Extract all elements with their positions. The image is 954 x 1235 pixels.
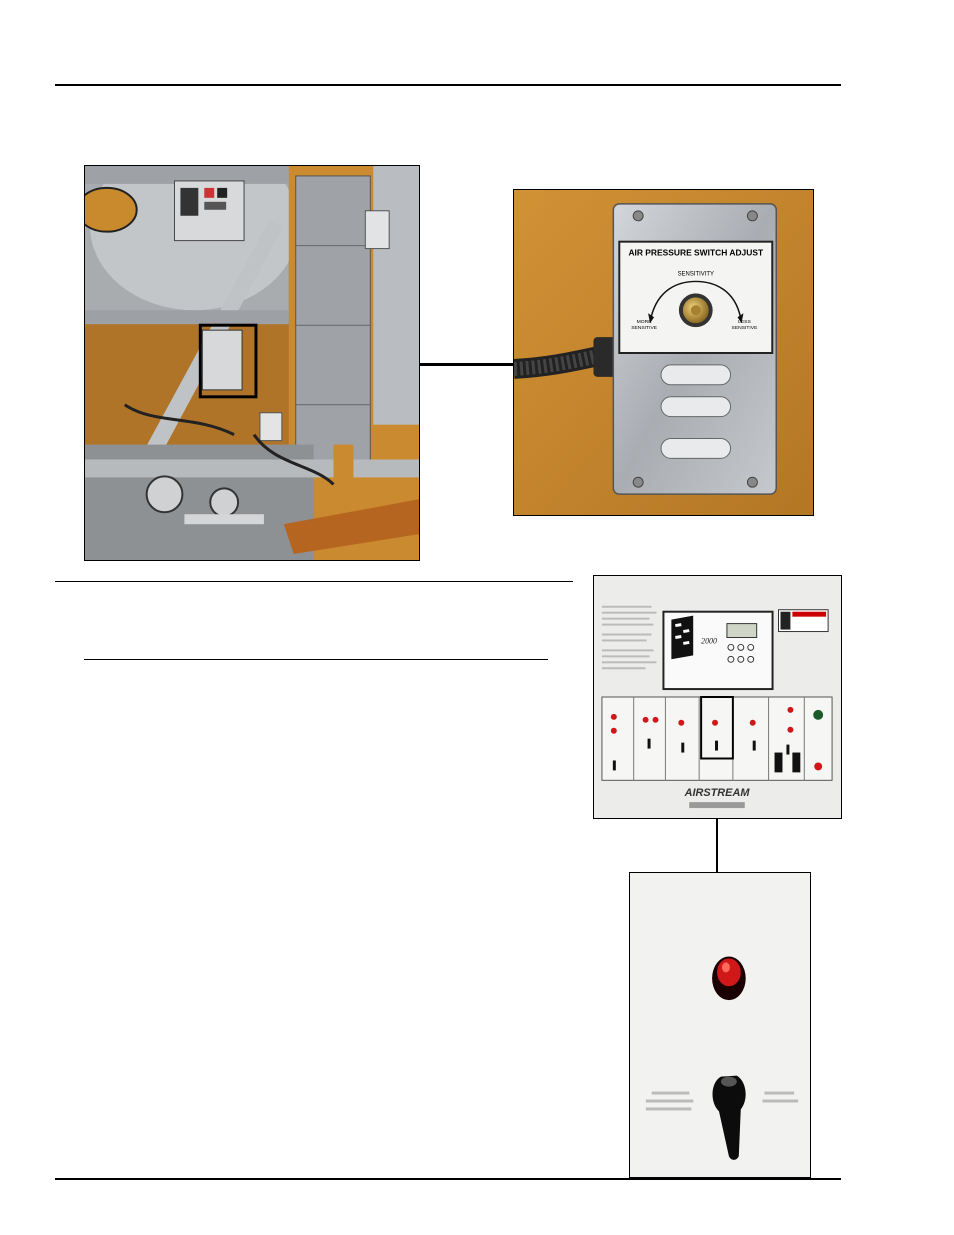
brand-text: AIRSTREAM (684, 787, 751, 799)
callout-connector-vertical (716, 818, 718, 872)
sensitivity-text: SENSITIVITY (678, 271, 714, 277)
more-sensitive-line2: SENSITIVE (631, 325, 658, 331)
footer-rule (55, 1178, 841, 1180)
header-rule (55, 84, 841, 86)
selector-switch-photo (629, 872, 811, 1178)
arrow-left-icon (648, 313, 655, 324)
less-sensitive-line1: LESS (738, 319, 751, 325)
air-pressure-switch-photo: AIR PRESSURE SWITCH ADJUST SENSITIVITY M… (513, 189, 814, 516)
subsection-rule (84, 659, 548, 660)
highlight-indicator-icon (712, 719, 718, 726)
more-sensitive-line1: MORE (637, 319, 653, 325)
switch-title-text: AIR PRESSURE SWITCH ADJUST (628, 248, 764, 258)
control-panel-photo: 2000 AIRSTREAM (593, 575, 842, 819)
section-rule (55, 581, 573, 582)
checkered-flag-icon (671, 615, 694, 660)
dryer-exterior-photo (84, 165, 420, 561)
series-text: 2000 (701, 636, 717, 645)
less-sensitive-line2: SENSITIVE (732, 325, 759, 331)
